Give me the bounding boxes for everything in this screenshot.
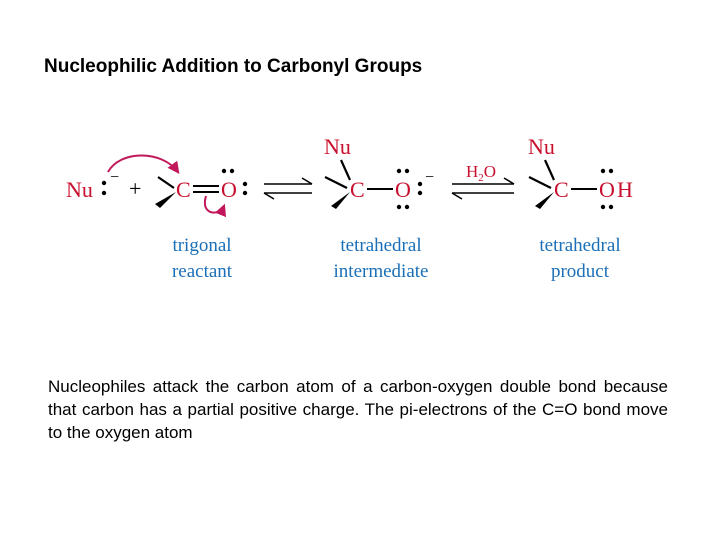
description-text: Nucleophiles attack the carbon atom of a… bbox=[48, 377, 668, 442]
nucleophile-lone-pair-dot bbox=[101, 190, 107, 196]
product-nucleophile: Nu bbox=[528, 134, 555, 159]
oxygen-lone-pair-dot bbox=[396, 168, 402, 174]
oxygen-lone-pair-dot bbox=[417, 181, 423, 187]
oxygen-lone-pair-dot bbox=[600, 204, 606, 210]
reactant-carbon: C bbox=[176, 177, 191, 202]
intermediate-nu-bond bbox=[339, 159, 352, 181]
nucleophile-charge: − bbox=[110, 169, 119, 186]
oxygen-lone-pair-dot bbox=[417, 190, 423, 196]
oxygen-lone-pair-dot bbox=[600, 168, 606, 174]
oxygen-lone-pair-dot bbox=[404, 168, 410, 174]
product-label-line2: product bbox=[551, 261, 610, 282]
oxygen-lone-pair-dot bbox=[242, 181, 248, 187]
nucleophile-attack-arrow bbox=[107, 154, 180, 174]
product-nu-bond bbox=[543, 159, 556, 181]
scheme-labels: trigonal reactant tetrahedral intermedia… bbox=[172, 235, 621, 282]
nucleophile-symbol: Nu bbox=[66, 177, 93, 202]
product-hydrogen: H bbox=[617, 177, 633, 202]
equilibrium-arrow-2 bbox=[451, 177, 515, 200]
intermediate-label-line2: intermediate bbox=[334, 261, 429, 282]
pi-bond-shift-arrow bbox=[203, 195, 226, 218]
slide-title: Nucleophilic Addition to Carbonyl Groups bbox=[44, 56, 423, 77]
product-group: Nu C O H bbox=[528, 134, 633, 210]
intermediate-wedge-bond bbox=[331, 192, 350, 209]
reactant-wedge-bond bbox=[155, 192, 176, 208]
product-carbon: C bbox=[554, 177, 569, 202]
oxygen-lone-pair-dot bbox=[396, 204, 402, 210]
equilibrium-arrow-1 bbox=[263, 177, 313, 200]
reagent-label: H2O bbox=[466, 162, 496, 184]
reaction-scheme: Nu − + C O Nu C O bbox=[66, 134, 633, 282]
intermediate-bond-left bbox=[324, 176, 348, 189]
plus-sign: + bbox=[129, 176, 141, 201]
intermediate-carbon: C bbox=[350, 177, 365, 202]
oxygen-lone-pair-dot bbox=[404, 204, 410, 210]
reactant-group: Nu − + C O bbox=[66, 168, 248, 208]
product-label-line1: tetrahedral bbox=[539, 235, 620, 256]
product-bond-left bbox=[528, 176, 552, 189]
intermediate-negative-charge: − bbox=[425, 169, 434, 186]
intermediate-group: Nu C O − bbox=[324, 134, 434, 210]
oxygen-lone-pair-dot bbox=[608, 204, 614, 210]
reactant-bond-upper bbox=[157, 176, 175, 189]
oxygen-lone-pair-dot bbox=[242, 190, 248, 196]
oxygen-lone-pair-dot bbox=[229, 168, 235, 174]
product-wedge-bond bbox=[535, 192, 554, 209]
intermediate-nucleophile: Nu bbox=[324, 134, 351, 159]
product-oxygen: O bbox=[599, 177, 615, 202]
reactant-label-line1: trigonal bbox=[172, 235, 231, 256]
reactant-oxygen: O bbox=[221, 177, 237, 202]
oxygen-lone-pair-dot bbox=[608, 168, 614, 174]
nucleophile-lone-pair-dot bbox=[101, 180, 107, 186]
intermediate-oxygen: O bbox=[395, 177, 411, 202]
reactant-label-line2: reactant bbox=[172, 261, 233, 282]
intermediate-label-line1: tetrahedral bbox=[340, 235, 421, 256]
oxygen-lone-pair-dot bbox=[221, 168, 227, 174]
